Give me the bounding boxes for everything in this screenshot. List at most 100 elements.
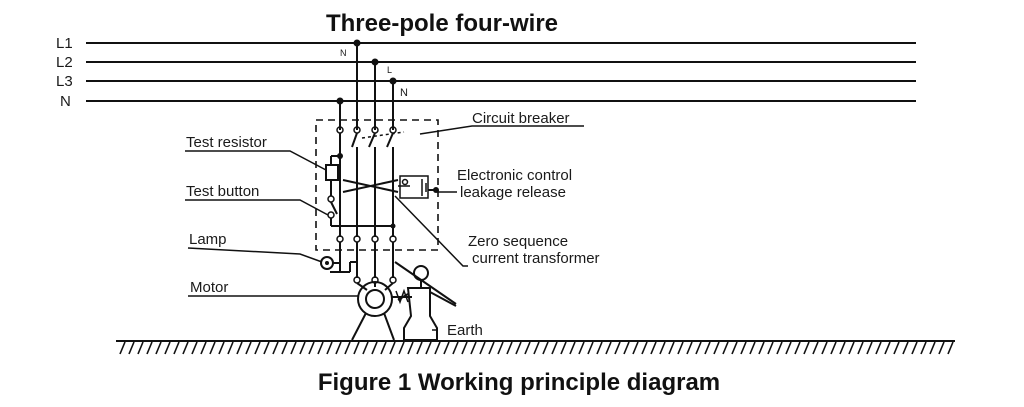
- ground-hatch-mark: [434, 341, 441, 355]
- ground-hatch-mark: [173, 341, 180, 355]
- ground-hatch-mark: [164, 341, 171, 355]
- ground-hatch-mark: [380, 341, 387, 355]
- ground-hatch-mark: [182, 341, 189, 355]
- ground-hatch-mark: [830, 341, 837, 355]
- breaker-enclosure: [315, 119, 439, 251]
- leader-lines: [185, 125, 584, 331]
- electronic-leakage-release: [399, 175, 439, 199]
- ground-hatch-mark: [551, 341, 558, 355]
- ground-hatch-mark: [875, 341, 882, 355]
- ground-hatch-mark: [749, 341, 756, 355]
- ground-hatch-mark: [704, 341, 711, 355]
- ground-hatch-mark: [713, 341, 720, 355]
- line-label-l3: L3: [56, 73, 73, 90]
- ground-hatch-mark: [236, 341, 243, 355]
- ground-hatch-mark: [641, 341, 648, 355]
- ground-hatch-mark: [560, 341, 567, 355]
- line-label-n: N: [60, 93, 71, 110]
- ground-hatch-mark: [758, 341, 765, 355]
- ground-hatch-mark: [290, 341, 297, 355]
- ground-hatch-mark: [938, 341, 945, 355]
- ground-hatch-mark: [947, 341, 954, 355]
- ground-hatch-mark: [794, 341, 801, 355]
- motor-symbol: [351, 281, 412, 341]
- ground-hatch-mark: [722, 341, 729, 355]
- ground-hatch-mark: [812, 341, 819, 355]
- ground-hatch-mark: [542, 341, 549, 355]
- ground-hatch-mark: [191, 341, 198, 355]
- ground-hatch-mark: [866, 341, 873, 355]
- ground-hatch-mark: [731, 341, 738, 355]
- line-label-l1: L1: [56, 35, 73, 52]
- ground-hatch-mark: [659, 341, 666, 355]
- ground-hatch-mark: [416, 341, 423, 355]
- tap-label-3: N: [400, 87, 408, 99]
- ground-hatch-mark: [281, 341, 288, 355]
- ground-hatch-mark: [668, 341, 675, 355]
- label-earth: Earth: [447, 322, 483, 339]
- label-ecl-line1: Electronic control: [457, 167, 572, 184]
- ground-hatch-mark: [686, 341, 693, 355]
- ground-hatch-mark: [146, 341, 153, 355]
- ground-hatch-mark: [245, 341, 252, 355]
- ground-hatch-mark: [605, 341, 612, 355]
- ground-hatch-mark: [407, 341, 414, 355]
- test-resistor: [325, 164, 339, 181]
- tap-label-2: L: [387, 65, 392, 75]
- label-circuit-breaker: Circuit breaker: [472, 110, 570, 127]
- ground-hatch-mark: [848, 341, 855, 355]
- ground-hatch-mark: [929, 341, 936, 355]
- ground-hatching: [116, 340, 955, 355]
- ground-hatch-mark: [596, 341, 603, 355]
- breaker-bottom-contacts: [336, 235, 397, 243]
- label-ecl-line2: leakage release: [460, 184, 566, 201]
- ground-hatch-mark: [524, 341, 531, 355]
- label-zsct-line2: current transformer: [472, 250, 600, 267]
- ground-hatch-mark: [317, 341, 324, 355]
- diagram-title: Three-pole four-wire: [326, 10, 558, 37]
- ground-hatch-mark: [155, 341, 162, 355]
- test-circuit: [325, 155, 396, 229]
- tap-label-1: N: [340, 48, 347, 58]
- ground-hatch-mark: [893, 341, 900, 355]
- ground-hatch-mark: [767, 341, 774, 355]
- breaker-contacts: [336, 126, 405, 148]
- ground-hatch-mark: [884, 341, 891, 355]
- ground-hatch-mark: [227, 341, 234, 355]
- load-wires: [330, 242, 397, 291]
- ground-hatch-mark: [632, 341, 639, 355]
- ground-hatch-mark: [461, 341, 468, 355]
- ground-hatch-mark: [425, 341, 432, 355]
- component-labels: Test resistor Test button Lamp Motor Cir…: [186, 110, 600, 339]
- label-zsct-line1: Zero sequence: [468, 233, 568, 250]
- ground-hatch-mark: [614, 341, 621, 355]
- test-button: [327, 195, 335, 203]
- line-label-l2: L2: [56, 54, 73, 71]
- ground-hatch-mark: [272, 341, 279, 355]
- ground-hatch-mark: [776, 341, 783, 355]
- ground-hatch-mark: [857, 341, 864, 355]
- label-test-resistor: Test resistor: [186, 134, 267, 151]
- ground-hatch-mark: [200, 341, 207, 355]
- ground-hatch-mark: [677, 341, 684, 355]
- ground-hatch-mark: [785, 341, 792, 355]
- ground-hatch-mark: [119, 341, 126, 355]
- ground-hatch-mark: [362, 341, 369, 355]
- ground-hatch-mark: [479, 341, 486, 355]
- ground-hatch-mark: [488, 341, 495, 355]
- ground-hatch-mark: [587, 341, 594, 355]
- ground-hatch-mark: [497, 341, 504, 355]
- ground-hatch-mark: [533, 341, 540, 355]
- ground-hatch-mark: [695, 341, 702, 355]
- ground-hatch-mark: [803, 341, 810, 355]
- label-test-button: Test button: [186, 183, 259, 200]
- ground-hatch-mark: [470, 341, 477, 355]
- ground-hatch-mark: [821, 341, 828, 355]
- ground-hatch-mark: [911, 341, 918, 355]
- label-lamp: Lamp: [189, 231, 227, 248]
- figure-caption: Figure 1 Working principle diagram: [318, 369, 720, 396]
- ground-hatch-mark: [371, 341, 378, 355]
- ground-hatch-mark: [344, 341, 351, 355]
- ground-hatch-mark: [326, 341, 333, 355]
- ground-hatch-mark: [443, 341, 450, 355]
